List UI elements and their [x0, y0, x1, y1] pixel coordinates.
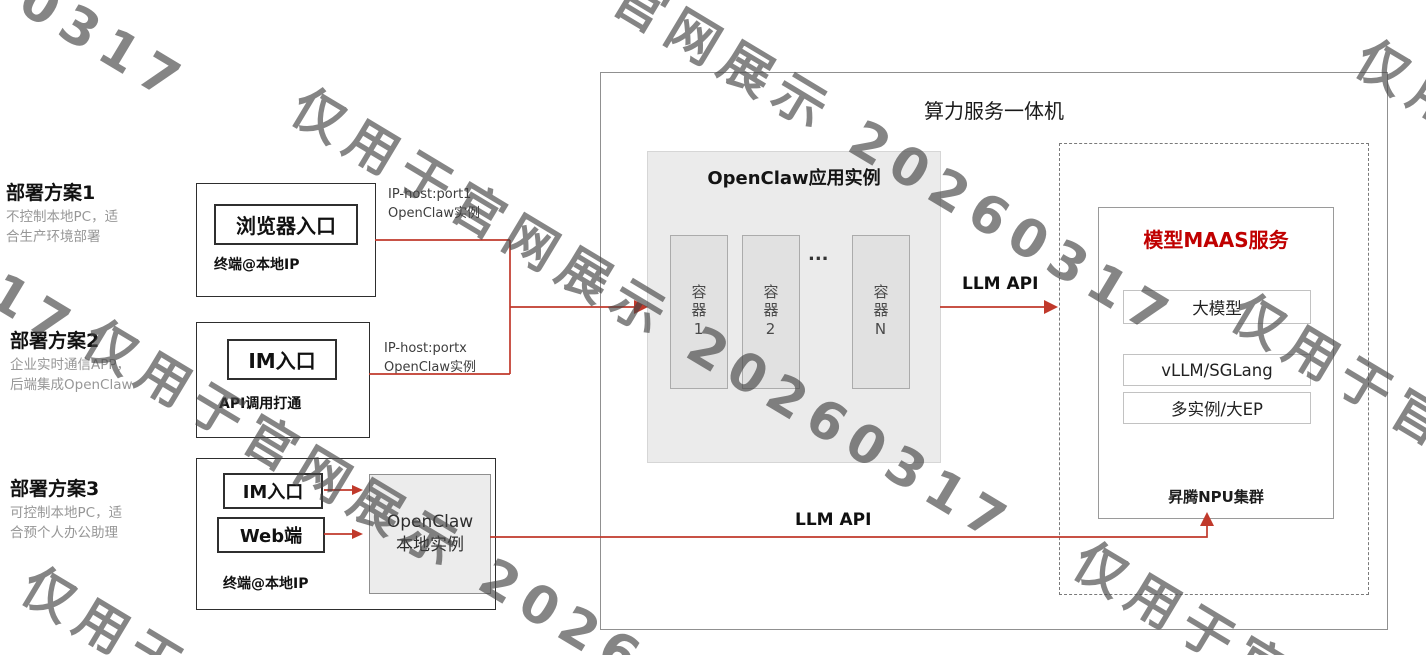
llm-api-bottom-label: LLM API: [795, 510, 872, 530]
openclaw-app-panel: OpenClaw应用实例 容器1 容器2 ... 容器N: [647, 151, 941, 463]
web-entry-box: Web端: [217, 517, 325, 553]
container-ellipsis: ...: [808, 244, 829, 265]
plan3-terminal-label: 终端@本地IP: [223, 576, 309, 592]
plan3-title: 部署方案3: [10, 478, 100, 500]
maas-item-large-model: 大模型: [1123, 290, 1311, 324]
plan2-desc: 企业实时通信APP， 后端集成OpenClaw: [10, 357, 133, 394]
server-title: 算力服务一体机: [924, 99, 1064, 123]
container-n-label: 容器N: [871, 283, 890, 341]
container-box-1: 容器1: [670, 235, 728, 389]
container-2-label: 容器2: [761, 283, 780, 341]
plan2-endpoint-label: IP-host:portx OpenClaw实例: [384, 341, 477, 375]
container-1-label: 容器1: [689, 283, 708, 341]
maas-title: 模型MAAS服务: [1143, 228, 1289, 252]
plan3-box: IM入口 Web端 OpenClaw 本地实例 终端@本地IP: [196, 458, 496, 610]
openclaw-local-instance-box: OpenClaw 本地实例: [369, 474, 491, 594]
maas-service-box: 模型MAAS服务 大模型 vLLM/SGLang 多实例/大EP 昇腾NPU集群: [1098, 207, 1334, 519]
maas-dashed-region: 模型MAAS服务 大模型 vLLM/SGLang 多实例/大EP 昇腾NPU集群: [1059, 143, 1369, 595]
plan1-title: 部署方案1: [6, 182, 96, 204]
plan1-box: 浏览器入口 终端@本地IP: [196, 183, 376, 297]
container-box-2: 容器2: [742, 235, 800, 389]
im-entry-box-plan3: IM入口: [223, 473, 323, 509]
npu-cluster-label: 昇腾NPU集群: [1168, 488, 1264, 506]
maas-item-vllm-sglang: vLLM/SGLang: [1123, 354, 1311, 386]
plan1-terminal-label: 终端@本地IP: [214, 257, 300, 273]
plan1-endpoint-label: IP-host:port1 OpenClaw实例: [388, 187, 481, 221]
watermark-text: 仅用于官网展示 20260317: [0, 0, 205, 118]
app-panel-title: OpenClaw应用实例: [707, 168, 881, 189]
plan2-box: IM入口 API调用打通: [196, 322, 370, 438]
plan3-desc: 可控制本地PC，适 合预个人办公助理: [10, 505, 123, 542]
plan1-desc: 不控制本地PC，适 合生产环境部署: [6, 209, 119, 246]
maas-item-multi-instance: 多实例/大EP: [1123, 392, 1311, 424]
im-entry-box: IM入口: [227, 339, 337, 380]
container-box-n: 容器N: [852, 235, 910, 389]
plan2-api-label: API调用打通: [219, 396, 302, 412]
compute-server-box: 算力服务一体机 OpenClaw应用实例 容器1 容器2 ... 容器N 模型M…: [600, 72, 1388, 630]
llm-api-top-label: LLM API: [962, 274, 1039, 294]
browser-entry-box: 浏览器入口: [214, 204, 358, 245]
plan2-title: 部署方案2: [10, 330, 100, 352]
